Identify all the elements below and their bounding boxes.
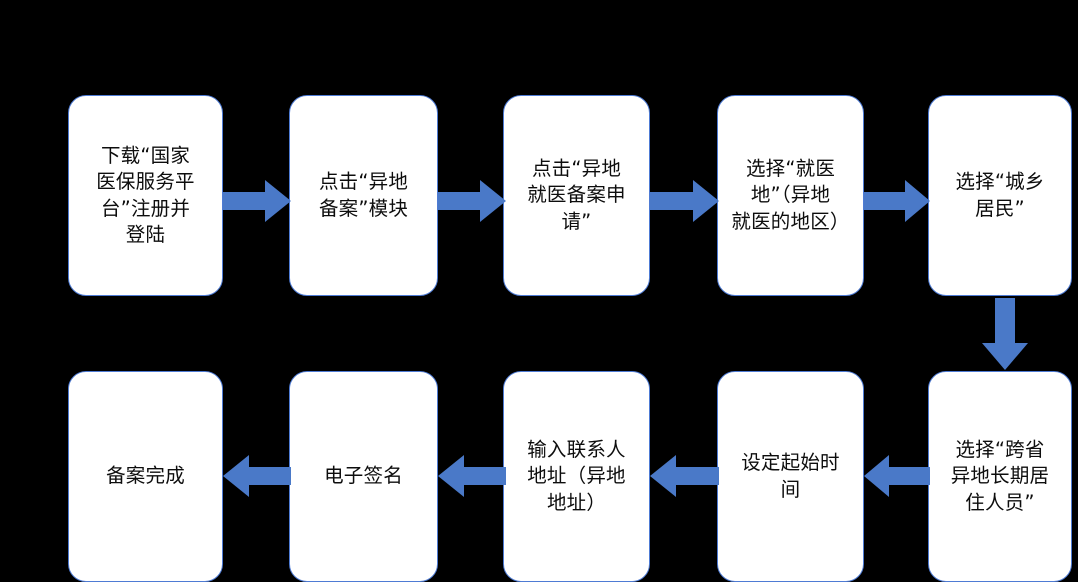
flow-node-2-label: 点击“异地 备案”模块 — [318, 170, 409, 220]
flow-node-6-label: 选择“跨省 异地长期居 住人员” — [950, 437, 1050, 514]
flow-arrow-7-to-8 — [650, 455, 719, 497]
flow-arrow-2-to-3 — [438, 180, 506, 222]
flow-node-6[interactable]: 选择“跨省 异地长期居 住人员” — [928, 371, 1072, 582]
flow-node-3-label: 点击“异地 就医备案申 请” — [527, 156, 626, 233]
flow-node-7-label: 设定起始时 间 — [741, 451, 840, 501]
flow-node-8-label: 输入联系人 地址（异地 地址） — [527, 437, 626, 514]
flow-node-1[interactable]: 下载“国家 医保服务平 台”注册并 登陆 — [68, 95, 223, 296]
flow-arrow-1-to-2 — [223, 180, 291, 222]
flow-arrow-3-to-4 — [650, 180, 719, 222]
flow-node-5-label: 选择“城乡 居民” — [955, 170, 1045, 220]
flow-node-5[interactable]: 选择“城乡 居民” — [928, 95, 1072, 296]
flow-arrow-4-to-5 — [864, 180, 930, 222]
flow-node-7[interactable]: 设定起始时 间 — [717, 371, 864, 582]
flow-node-4[interactable]: 选择“就医 地”（异地 就医的地区） — [717, 95, 864, 296]
flow-node-4-label: 选择“就医 地”（异地 就医的地区） — [731, 156, 850, 233]
flow-node-10-label: 备案完成 — [106, 464, 185, 488]
flow-node-3[interactable]: 点击“异地 就医备案申 请” — [503, 95, 650, 296]
flow-node-9[interactable]: 电子签名 — [289, 371, 438, 582]
flow-arrow-6-to-7 — [864, 455, 930, 497]
flow-node-2[interactable]: 点击“异地 备案”模块 — [289, 95, 438, 296]
flow-arrow-5-to-6 — [982, 298, 1028, 370]
flow-node-9-label: 电子签名 — [324, 464, 403, 488]
flow-node-8[interactable]: 输入联系人 地址（异地 地址） — [503, 371, 650, 582]
flow-node-10[interactable]: 备案完成 — [68, 371, 223, 582]
flow-arrow-8-to-9 — [438, 455, 506, 497]
flow-node-1-label: 下载“国家 医保服务平 台”注册并 登陆 — [96, 143, 195, 247]
flow-arrow-9-to-10 — [223, 455, 291, 497]
